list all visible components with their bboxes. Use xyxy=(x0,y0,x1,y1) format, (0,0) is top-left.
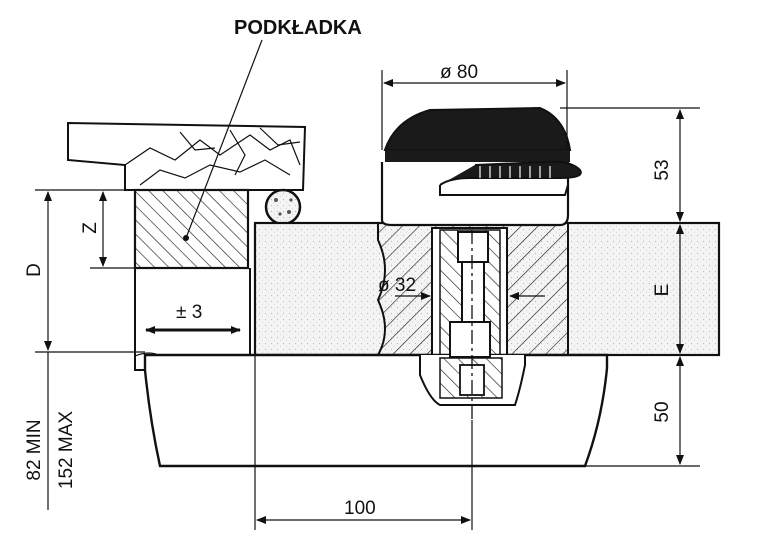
dim-diameter-80-label: ø 80 xyxy=(440,62,478,83)
base-casting xyxy=(143,353,609,468)
washer-leader: PODKŁADKA xyxy=(183,17,362,241)
dim-diameter-32: ø 32 xyxy=(378,275,545,300)
dim-100: 100 xyxy=(254,355,473,530)
dim-min-max: 82 MIN 152 MAX xyxy=(24,352,77,510)
round-cord xyxy=(264,188,302,226)
dim-min-label: 82 MIN xyxy=(24,419,45,480)
bolt xyxy=(449,180,491,420)
bollard-cap xyxy=(380,106,582,227)
dim-50-label: 50 xyxy=(652,401,673,422)
dim-50: 50 xyxy=(585,356,700,467)
dim-z: Z xyxy=(80,189,135,269)
dim-53-label: 53 xyxy=(652,159,673,180)
dim-pm3: ± 3 xyxy=(145,302,241,334)
dim-e: E xyxy=(652,224,684,354)
washer-label: PODKŁADKA xyxy=(234,17,362,39)
dim-diameter-32-label: ø 32 xyxy=(378,275,416,296)
dim-pm3-label: ± 3 xyxy=(176,302,202,323)
dim-e-label: E xyxy=(652,284,673,297)
dim-diameter-80: ø 80 xyxy=(381,62,568,150)
dim-100-label: 100 xyxy=(344,498,376,519)
dim-z-label: Z xyxy=(80,222,101,234)
dim-max-label: 152 MAX xyxy=(56,411,77,489)
dim-d: D xyxy=(24,189,145,353)
washer-block xyxy=(133,188,250,270)
upper-slab xyxy=(67,121,307,191)
dim-d-label: D xyxy=(24,263,45,277)
dim-53: 53 xyxy=(560,107,700,222)
